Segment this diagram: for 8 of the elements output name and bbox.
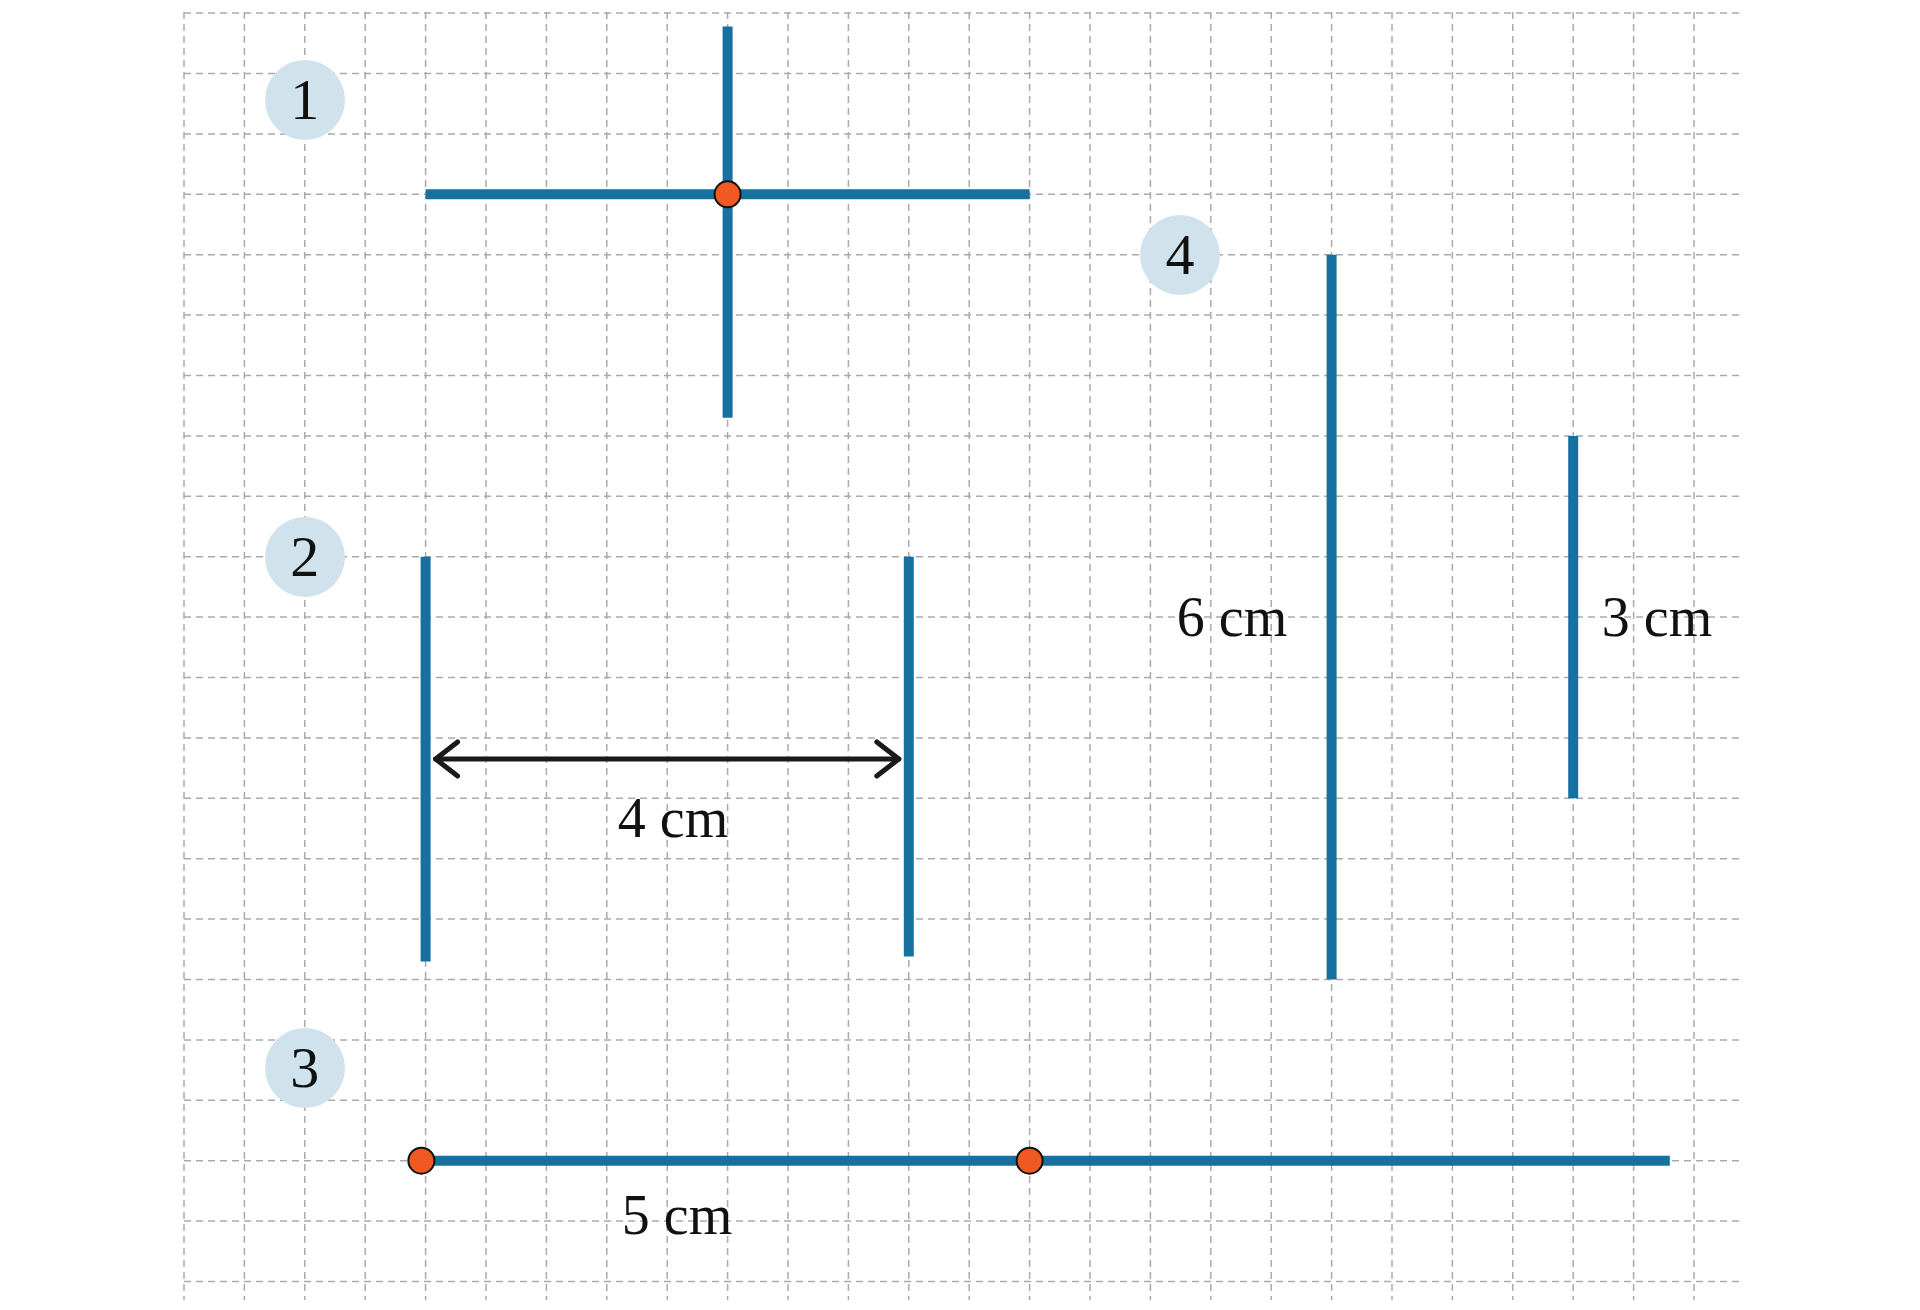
callout-number: 3 bbox=[264, 1028, 345, 1108]
callout-number: 2 bbox=[264, 517, 345, 597]
dimension-label: 3 cm bbox=[1601, 589, 1713, 645]
callout-number: 1 bbox=[264, 60, 345, 140]
callout-number: 4 bbox=[1140, 214, 1220, 295]
dimension-label: 5 cm bbox=[621, 1187, 733, 1243]
dimension-label: 6 cm bbox=[1176, 589, 1288, 645]
dimension-label: 4 cm bbox=[617, 790, 729, 846]
